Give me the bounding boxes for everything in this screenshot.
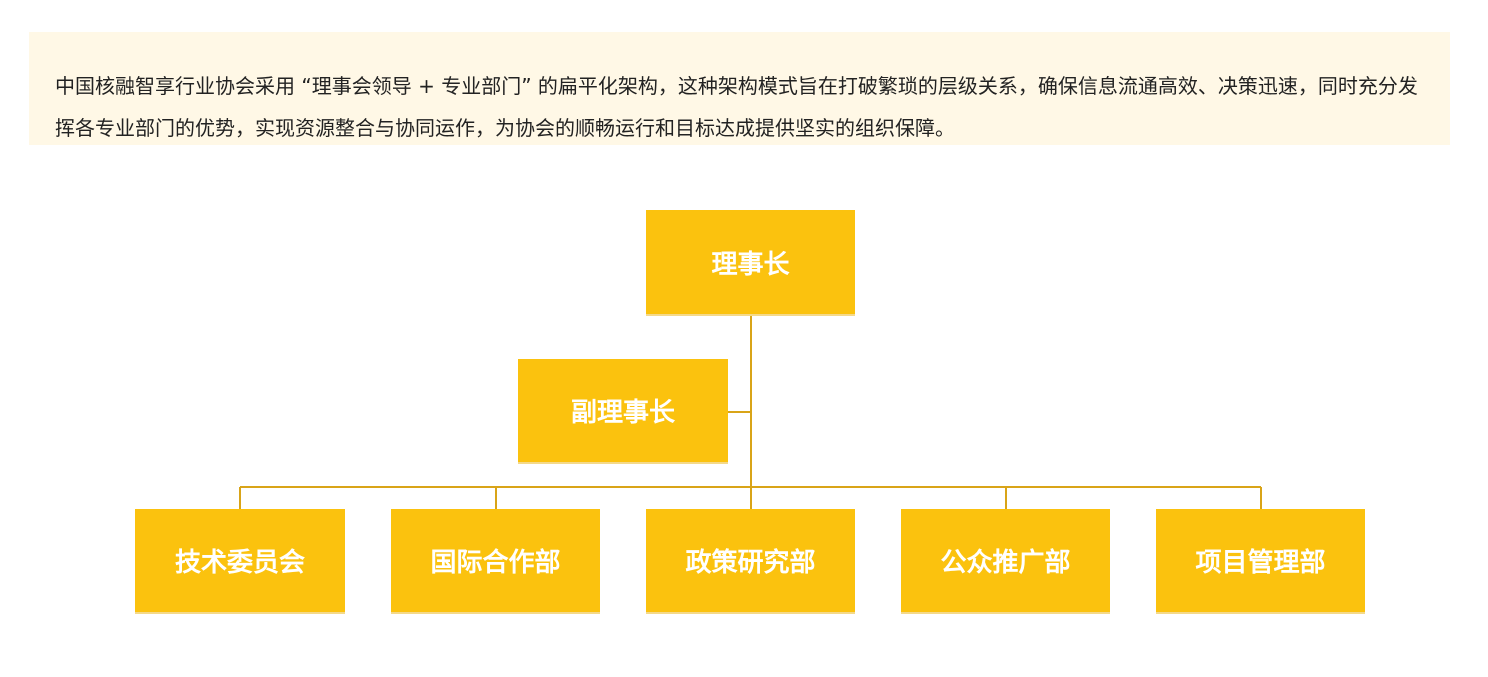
node-department-label: 技术委员会 xyxy=(174,548,305,578)
node-department: 公众推广部 xyxy=(901,509,1110,614)
node-chairman-label: 理事长 xyxy=(711,249,790,280)
node-vice-chairman-label: 副理事长 xyxy=(570,398,675,428)
node-department-label: 项目管理部 xyxy=(1195,548,1326,578)
node-chairman: 理事长 xyxy=(646,210,855,316)
node-department: 国际合作部 xyxy=(391,509,600,614)
node-department: 技术委员会 xyxy=(135,509,345,614)
intro-panel: 中国核融智享行业协会采用 “理事会领导 + 专业部门” 的扁平化架构，这种架构模… xyxy=(29,32,1450,145)
node-department-label: 公众推广部 xyxy=(940,548,1071,578)
node-department: 项目管理部 xyxy=(1156,509,1365,614)
node-vice-chairman: 副理事长 xyxy=(518,359,728,464)
node-department-label: 政策研究部 xyxy=(685,548,816,578)
node-department: 政策研究部 xyxy=(646,509,855,614)
node-department-label: 国际合作部 xyxy=(430,548,561,578)
intro-text: 中国核融智享行业协会采用 “理事会领导 + 专业部门” 的扁平化架构，这种架构模… xyxy=(55,74,1418,140)
